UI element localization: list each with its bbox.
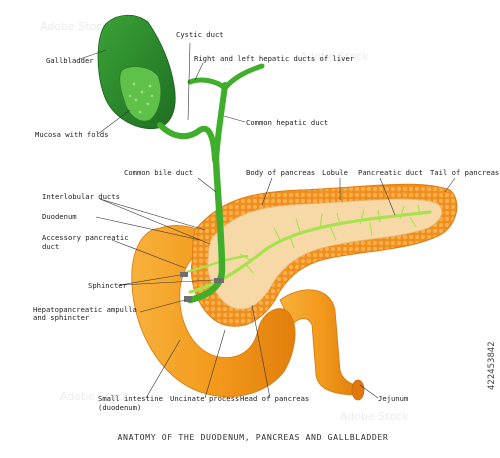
label-sphincter: Sphincter (88, 281, 128, 290)
label-lobule: Lobule (322, 168, 348, 177)
sphincter-band-2 (180, 272, 188, 277)
label-accessory-1: Accessory pancreatic (42, 233, 129, 242)
label-small-intestine-1: Small intestine (98, 394, 163, 403)
cystic-duct (157, 122, 218, 163)
label-head-pancreas: Head of pancreas (240, 394, 309, 403)
svg-text:Adobe Stock: Adobe Stock (60, 390, 129, 403)
watermark: Adobe Stock Adobe Stock Adobe Stock Adob… (40, 20, 409, 423)
sphincter-band-1 (214, 278, 224, 283)
svg-text:Adobe Stock: Adobe Stock (40, 20, 109, 33)
label-common-hepatic: Common hepatic duct (246, 118, 328, 127)
leader-lines (79, 42, 456, 399)
label-body-pancreas: Body of pancreas (246, 168, 315, 177)
common-bile-duct (186, 156, 226, 304)
label-small-intestine-2: (duodenum) (98, 403, 141, 412)
label-uncinate: Uncinate process (170, 394, 239, 403)
left-hepatic-duct (222, 63, 265, 91)
label-cystic-duct: Cystic duct (176, 30, 224, 39)
stock-id: 422453842 (487, 341, 497, 390)
interlobular-duct-branches (239, 204, 421, 274)
label-common-bile: Common bile duct (124, 168, 193, 177)
label-gallbladder: Gallbladder (46, 56, 94, 65)
svg-text:Adobe Stock: Adobe Stock (340, 410, 409, 423)
label-pancreatic-duct: Pancreatic duct (358, 168, 423, 177)
label-mucosa: Mucosa with folds (35, 130, 109, 139)
diagram-title: ANATOMY OF THE DUODENUM, PANCREAS AND GA… (118, 432, 389, 442)
accessory-pancreatic-duct (185, 254, 249, 274)
common-hepatic-duct (213, 82, 228, 163)
gallbladder-mucosa (119, 66, 162, 122)
label-duodenum: Duodenum (42, 212, 77, 221)
label-tail-pancreas: Tail of pancreas (430, 168, 499, 177)
label-ampulla-2: and sphincter (33, 313, 90, 322)
svg-text:Adobe Stock: Adobe Stock (300, 50, 369, 63)
mucosa-folds (128, 82, 154, 114)
label-jejunum: Jejunum (378, 394, 408, 403)
ampulla-band (184, 296, 192, 302)
label-interlobular: Interlobular ducts (42, 192, 120, 201)
jejunum-end (351, 379, 365, 401)
label-accessory-2: duct (42, 242, 59, 251)
label-hepatic-ducts: Right and left hepatic ducts of liver (194, 54, 355, 63)
right-hepatic-duct (187, 77, 228, 91)
label-ampulla-1: Hepatopancreatic ampulla (33, 305, 137, 314)
